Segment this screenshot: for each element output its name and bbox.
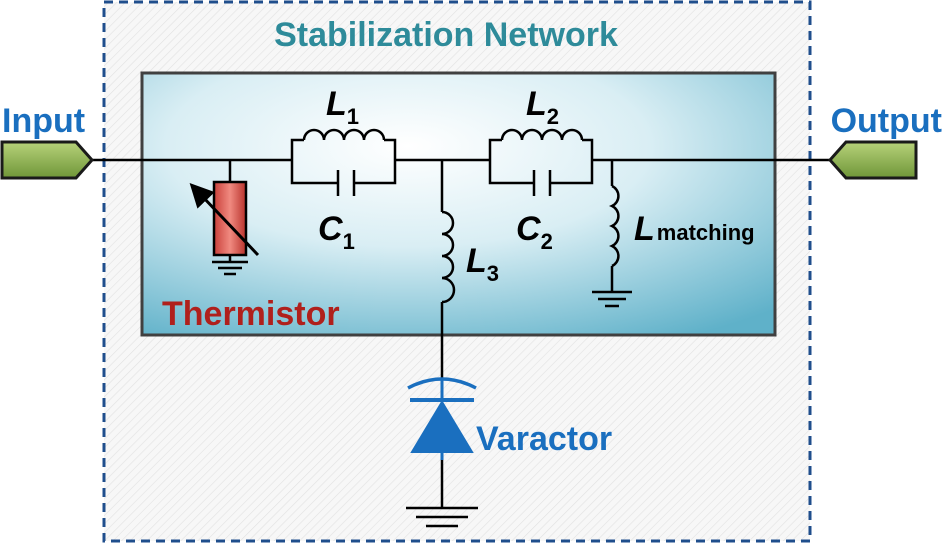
l3-inductor — [441, 210, 456, 304]
c1-label: C1 — [318, 210, 355, 254]
l1-label: L1 — [326, 85, 359, 129]
output-port-icon — [827, 140, 918, 180]
diagram-title: Stabilization Network — [274, 16, 618, 54]
l1-c1-tank — [290, 128, 397, 196]
input-label: Input — [2, 102, 85, 140]
lmatching-inductor — [609, 184, 620, 268]
wires — [88, 158, 830, 508]
l2-c2-tank — [488, 128, 594, 196]
inner-network-box — [140, 71, 777, 337]
lmatching-label: Lmatching — [634, 210, 755, 248]
input-port-icon — [0, 140, 95, 180]
thermistor-arrow-icon — [189, 182, 260, 257]
ground-icon-lmatching — [592, 290, 632, 308]
output-label: Output — [831, 102, 942, 140]
varactor-label: Varactor — [476, 420, 612, 458]
l2-label: L2 — [526, 85, 559, 129]
c2-label: C2 — [516, 210, 553, 254]
thermistor-label: Thermistor — [162, 295, 340, 333]
ground-icon-thermistor — [212, 260, 248, 276]
l3-label: L3 — [466, 242, 499, 286]
ground-icon-varactor — [406, 506, 478, 528]
thermistor-resistor — [212, 180, 248, 257]
